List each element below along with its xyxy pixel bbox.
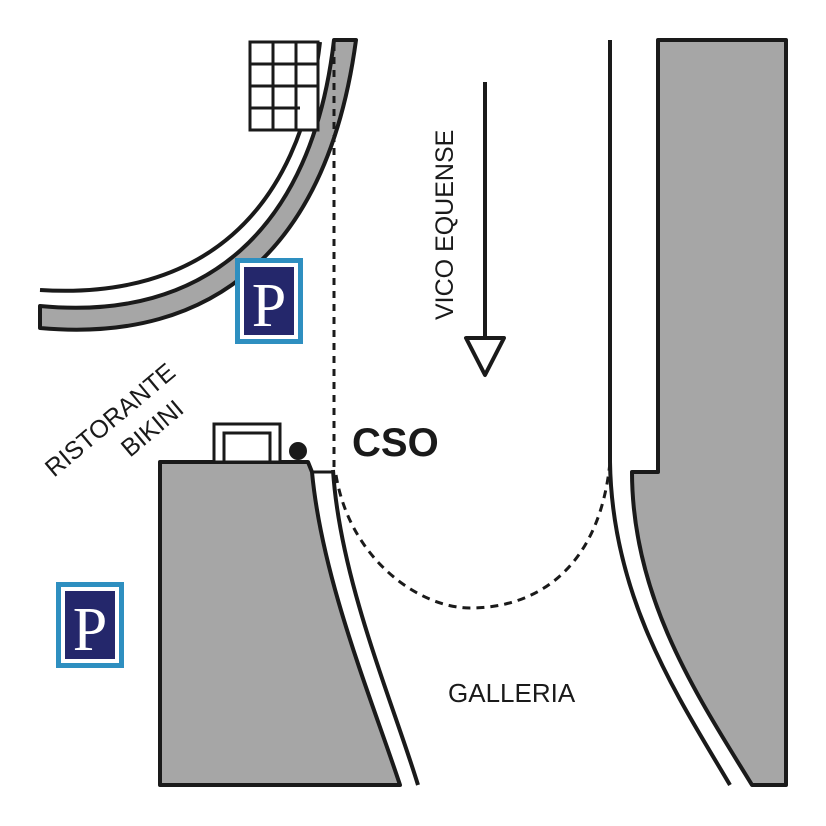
right-building — [630, 38, 788, 787]
parking-letter: P — [252, 272, 286, 340]
building-grid — [248, 40, 320, 132]
parking-icon: P — [56, 582, 124, 668]
street-label: VICO EQUENSE — [431, 130, 459, 320]
location-dot-icon — [289, 442, 307, 460]
parking-icon: P — [235, 258, 303, 344]
site-code-label: CSO — [352, 421, 439, 465]
arrow-down-icon — [464, 82, 506, 377]
small-building — [212, 422, 282, 464]
tunnel-label: GALLERIA — [448, 678, 576, 708]
left-building — [158, 460, 402, 787]
tunnel-entrance-dashed-arc — [334, 461, 612, 610]
left-road-edge — [331, 469, 420, 786]
right-road-edge — [608, 40, 732, 787]
parking-letter: P — [73, 596, 107, 664]
